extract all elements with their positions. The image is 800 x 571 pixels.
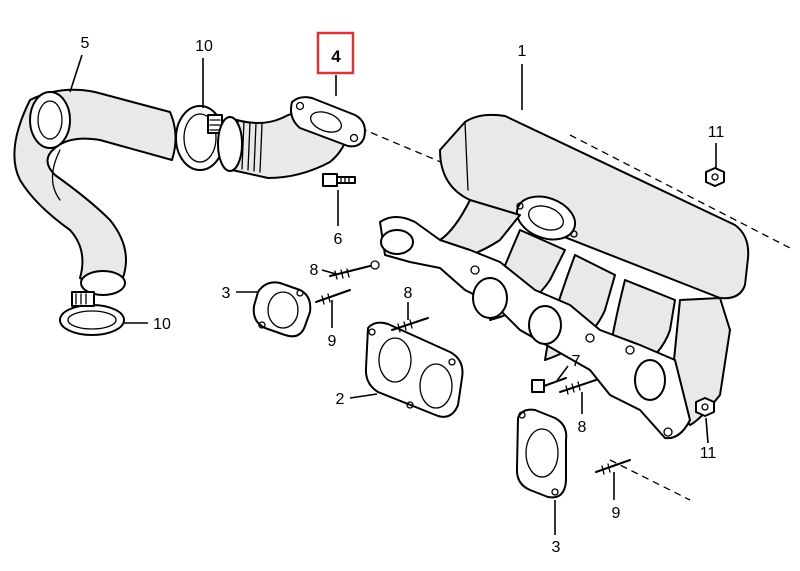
stud-8b xyxy=(391,317,429,331)
part-7-bolt xyxy=(531,377,567,393)
leader-11b xyxy=(705,417,709,444)
part-2-twin-gasket xyxy=(364,321,464,418)
stud-9b xyxy=(595,459,631,473)
pipe-inlet xyxy=(217,116,243,172)
pipe-flange xyxy=(290,96,366,148)
part-5-air-hose xyxy=(13,88,177,296)
stud-8a xyxy=(329,265,371,277)
callout-5: 5 xyxy=(81,35,90,52)
gasket-3a xyxy=(252,281,312,338)
hose-end-lower xyxy=(80,270,126,296)
nut-11a xyxy=(705,167,725,187)
callout-3a: 3 xyxy=(222,285,231,302)
stud-8c xyxy=(559,379,597,393)
leader-2 xyxy=(349,393,378,399)
callout-7: 7 xyxy=(572,353,581,370)
callout-8c: 8 xyxy=(578,419,587,436)
callout-8a: 8 xyxy=(310,262,319,279)
part-3-gasket-right xyxy=(515,408,568,499)
leader-7 xyxy=(555,365,569,383)
clamp-lower-screw xyxy=(71,291,95,307)
part-10-hose-clamp-lower xyxy=(59,291,125,336)
axis-line-4 xyxy=(609,459,691,501)
part-8-stud-c xyxy=(559,379,597,395)
part-9-stud-b xyxy=(595,459,631,475)
callout-6: 6 xyxy=(334,231,343,248)
callout-10b: 10 xyxy=(153,316,171,333)
callout-1: 1 xyxy=(518,43,527,60)
part-9-stud-a xyxy=(315,289,351,305)
part-11-nut-lower xyxy=(695,397,715,417)
part-8-stud-a xyxy=(329,265,371,280)
clamp-lower-ring xyxy=(59,304,125,336)
callout-4: 4 xyxy=(331,47,341,66)
part-11-nut-upper xyxy=(705,167,725,187)
callout-11b: 11 xyxy=(700,445,717,462)
bolt-6-head xyxy=(322,173,338,187)
gasket-3b xyxy=(515,408,568,499)
leader-8a xyxy=(321,269,337,275)
runner-port-2 xyxy=(472,277,508,319)
callout-9b: 9 xyxy=(612,505,621,522)
part-1-intake-manifold xyxy=(359,113,791,501)
axis-line-2 xyxy=(569,134,791,249)
part-6-bolt xyxy=(322,173,356,187)
axis-line-1 xyxy=(359,127,456,169)
part-8-stud-b xyxy=(391,317,429,333)
part-3-gasket-left xyxy=(252,281,312,338)
stud-9a xyxy=(315,289,351,303)
hose-end-upper xyxy=(29,91,71,149)
callout-2: 2 xyxy=(336,391,345,408)
callout-10a: 10 xyxy=(195,38,213,55)
part-4-intake-pipe xyxy=(217,96,366,179)
gasket-2 xyxy=(364,321,464,418)
bolt-7-head xyxy=(531,379,545,393)
callout-11a: 11 xyxy=(708,124,725,141)
callout-3b: 3 xyxy=(552,539,561,556)
callout-9a: 9 xyxy=(328,333,337,350)
leader-5 xyxy=(69,54,83,93)
callout-8b: 8 xyxy=(404,285,413,302)
plenum-chamber xyxy=(439,113,750,300)
runner-port-4 xyxy=(634,359,666,401)
runner-port-3 xyxy=(528,305,562,345)
highlight-box-part-4 xyxy=(316,31,355,75)
leader-lines xyxy=(69,54,717,535)
callout-labels: 1 2 3 3 4 5 6 7 8 8 8 9 9 10 10 11 11 xyxy=(81,35,725,556)
part-10-hose-clamp-upper xyxy=(175,105,225,171)
runner-port-1 xyxy=(380,229,414,255)
nut-11b xyxy=(695,397,715,417)
